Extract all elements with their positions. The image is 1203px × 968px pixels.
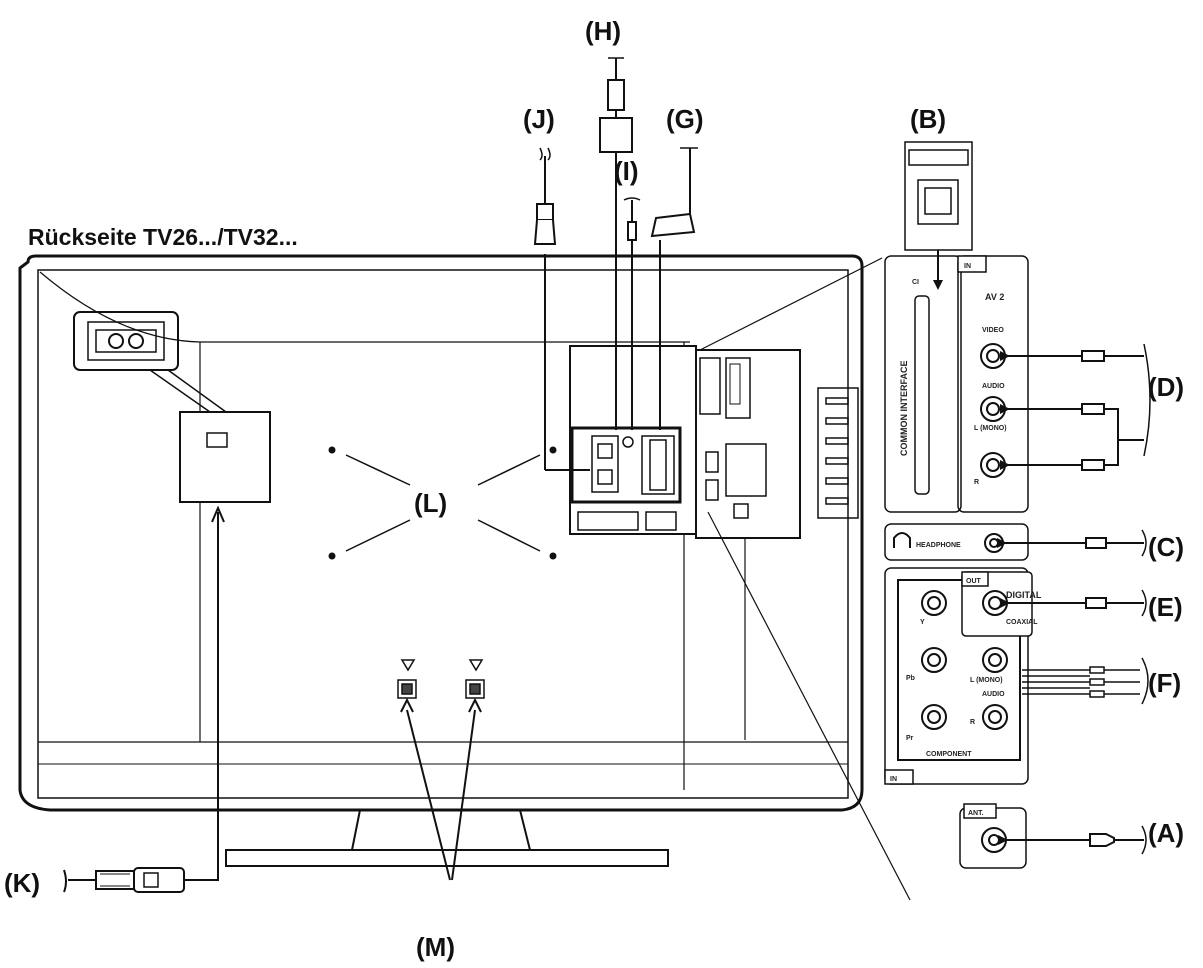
digital-label: DIGITAL	[1006, 590, 1042, 600]
pr-label: Pr	[906, 735, 914, 742]
av2-in-label: IN	[964, 263, 971, 270]
wall-mount-holes	[328, 446, 557, 560]
component-r-label: R	[970, 719, 975, 726]
video-label: VIDEO	[982, 327, 1004, 334]
av2-label: AV 2	[985, 292, 1004, 302]
audio-label: AUDIO	[982, 383, 1005, 390]
callout-l: (L)	[414, 488, 447, 518]
power-socket	[73, 311, 271, 503]
callout-g: (G)	[666, 104, 704, 134]
callout-e: (E)	[1148, 592, 1183, 622]
ci-slot-label: CI	[912, 279, 919, 286]
callout-j: (J)	[523, 104, 555, 134]
coaxial-cable	[1000, 589, 1147, 617]
antenna-panel	[959, 803, 1147, 869]
ci-panel	[884, 255, 962, 513]
callout-f: (F)	[1148, 668, 1181, 698]
component-l-mono-label: L (MONO)	[970, 677, 1003, 684]
callout-m: (M)	[416, 932, 455, 962]
diagram-title: Rückseite TV26.../TV32...	[28, 224, 298, 250]
av2-jacks	[980, 343, 1006, 478]
coaxial-label: COAXIAL	[1006, 619, 1038, 626]
top-cables	[533, 57, 698, 471]
component-jacks	[921, 590, 1008, 730]
r-label: R	[974, 479, 979, 486]
power-cable	[63, 505, 225, 893]
y-label: Y	[920, 619, 925, 626]
side-vent-slots	[825, 397, 849, 505]
bottom-usb-ports	[397, 659, 485, 881]
av-cables	[1000, 343, 1151, 471]
callout-d: (D)	[1148, 372, 1184, 402]
out-label: OUT	[966, 578, 982, 585]
tv-back-body	[18, 254, 864, 867]
callout-h: (H)	[585, 16, 621, 46]
callout-a: (A)	[1148, 818, 1184, 848]
ant-label: ANT.	[968, 810, 984, 817]
headphone-label: HEADPHONE	[916, 542, 961, 549]
callout-b: (B)	[910, 104, 946, 134]
component-cables	[1022, 657, 1149, 705]
pb-label: Pb	[906, 675, 915, 682]
side-connector-panel	[695, 349, 801, 539]
component-in-label: IN	[890, 776, 897, 783]
callout-c: (C)	[1148, 532, 1184, 562]
av2-panel	[957, 255, 1029, 513]
common-interface-label: COMMON INTERFACE	[899, 361, 909, 457]
ci-card	[904, 141, 973, 290]
callout-k: (K)	[4, 868, 40, 898]
callout-i: (I)	[614, 156, 639, 186]
component-label: COMPONENT	[926, 751, 972, 758]
zoom-lines	[699, 257, 911, 901]
headphone-panel	[884, 523, 1147, 561]
component-audio-label: AUDIO	[982, 691, 1005, 698]
l-mono-label: L (MONO)	[974, 425, 1007, 432]
